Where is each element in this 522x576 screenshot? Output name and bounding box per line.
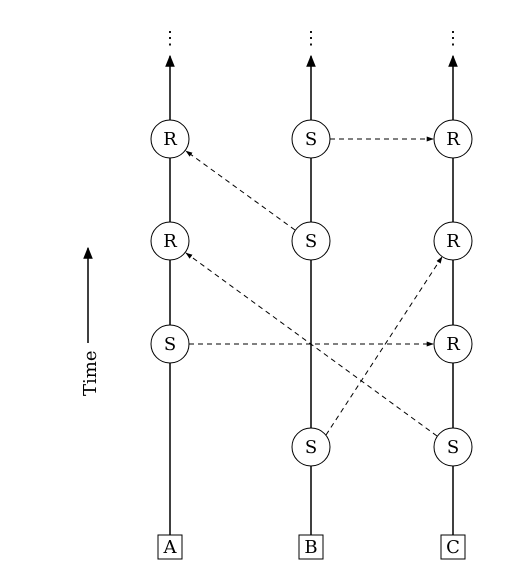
event-a-receive-1-label: R: [163, 231, 177, 252]
time-label: Time: [80, 351, 101, 396]
process-label-b: B: [304, 537, 317, 558]
event-a-receive-2-label: R: [163, 129, 177, 150]
event-c-receive-2-label: R: [446, 231, 460, 252]
event-b-send-1: [291, 427, 331, 467]
process-box-b: [298, 534, 324, 560]
event-b-send-1-label: S: [305, 437, 317, 458]
event-a-receive-2: [150, 119, 190, 159]
process-a: ⋮ A S R R: [150, 28, 190, 560]
event-b-send-2-label: S: [305, 231, 317, 252]
continuation-b: ⋮: [302, 28, 320, 49]
event-c-receive-1: [433, 324, 473, 364]
event-b-send-2: [291, 221, 331, 261]
event-c-send: [433, 427, 473, 467]
process-b: ⋮ B S S S: [291, 28, 331, 560]
message-c-to-a: [185, 252, 438, 437]
event-a-send-label: S: [164, 334, 176, 355]
event-c-send-label: S: [447, 437, 459, 458]
process-c: ⋮ C S R R R: [433, 28, 473, 560]
message-b2-to-a: [185, 150, 296, 231]
event-c-receive-3: [433, 119, 473, 159]
event-a-receive-1: [150, 221, 190, 261]
time-axis: Time: [80, 246, 101, 396]
event-c-receive-1-label: R: [446, 334, 460, 355]
continuation-a: ⋮: [161, 28, 179, 49]
event-c-receive-2: [433, 221, 473, 261]
continuation-c: ⋮: [444, 28, 462, 49]
event-c-receive-3-label: R: [446, 129, 460, 150]
process-label-a: A: [163, 537, 178, 558]
process-label-c: C: [446, 537, 460, 558]
process-box-c: [440, 534, 466, 560]
messages: [185, 136, 443, 437]
message-b1-to-c: [325, 256, 443, 436]
process-box-a: [157, 534, 183, 560]
event-b-send-3-label: S: [305, 129, 317, 150]
